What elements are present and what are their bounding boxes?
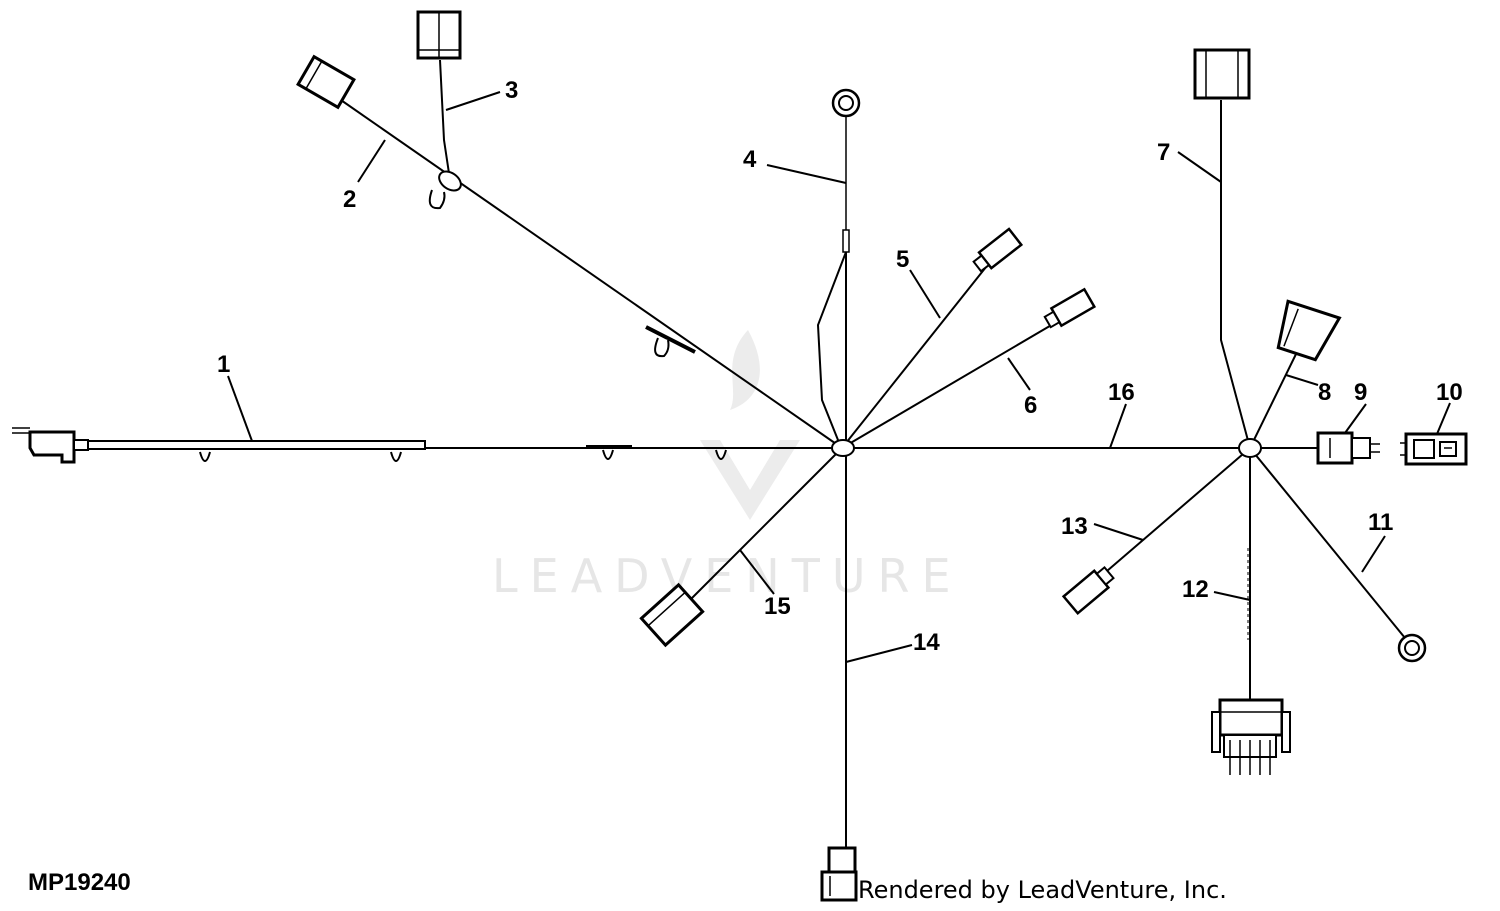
leader-lines — [227, 91, 1451, 663]
upper-junction — [438, 170, 462, 192]
connector-11-ring-terminal — [1397, 633, 1427, 663]
connector-7 — [1193, 48, 1251, 100]
callout-5: 5 — [896, 246, 909, 273]
clip — [428, 189, 446, 210]
main-junction — [831, 439, 855, 457]
render-credit: Rendered by LeadVenture, Inc. — [858, 876, 1227, 904]
callout-10: 10 — [1436, 379, 1463, 406]
junctions — [438, 170, 1262, 458]
connector-4-ring-terminal — [831, 88, 861, 118]
callout-13: 13 — [1061, 513, 1088, 540]
connector-6 — [1043, 287, 1097, 329]
watermark-text: LEADVENTURE — [492, 549, 963, 603]
figure-id: MP19240 — [28, 869, 131, 896]
callout-7: 7 — [1157, 139, 1170, 166]
connector-15 — [639, 582, 705, 648]
callout-6: 6 — [1024, 392, 1037, 419]
connector-13 — [1061, 565, 1115, 616]
callout-1: 1 — [217, 351, 230, 378]
callout-14: 14 — [913, 629, 940, 656]
connector-5 — [972, 227, 1024, 273]
connector-10 — [1400, 432, 1468, 466]
callout-2: 2 — [343, 186, 356, 213]
clip — [389, 448, 403, 462]
connector-9 — [1316, 431, 1380, 465]
callout-11: 11 — [1368, 509, 1393, 536]
right-junction — [1238, 438, 1262, 458]
callout-15: 15 — [764, 593, 791, 620]
callout-9: 9 — [1354, 379, 1367, 406]
leadventure-watermark: LEADVENTURE — [492, 330, 963, 603]
clip — [654, 337, 670, 358]
connector-3 — [416, 10, 462, 60]
clip — [602, 449, 614, 460]
connector-14 — [820, 846, 858, 902]
callout-4: 4 — [743, 146, 757, 173]
callout-3: 3 — [505, 77, 518, 104]
connector-2 — [296, 54, 356, 110]
connector-1 — [12, 427, 89, 464]
callout-8: 8 — [1318, 379, 1331, 406]
harness-wires — [87, 59, 1406, 848]
connectors — [12, 10, 1468, 902]
harness-clips — [198, 189, 727, 462]
callout-16: 16 — [1108, 379, 1135, 406]
callout-12: 12 — [1182, 576, 1209, 603]
clip — [715, 449, 727, 460]
connector-12 — [1211, 698, 1291, 775]
connector-8 — [1276, 299, 1342, 362]
clip — [198, 448, 212, 462]
callout-labels: 1 2 3 4 5 6 7 8 9 10 11 12 13 14 15 16 — [217, 77, 1463, 656]
